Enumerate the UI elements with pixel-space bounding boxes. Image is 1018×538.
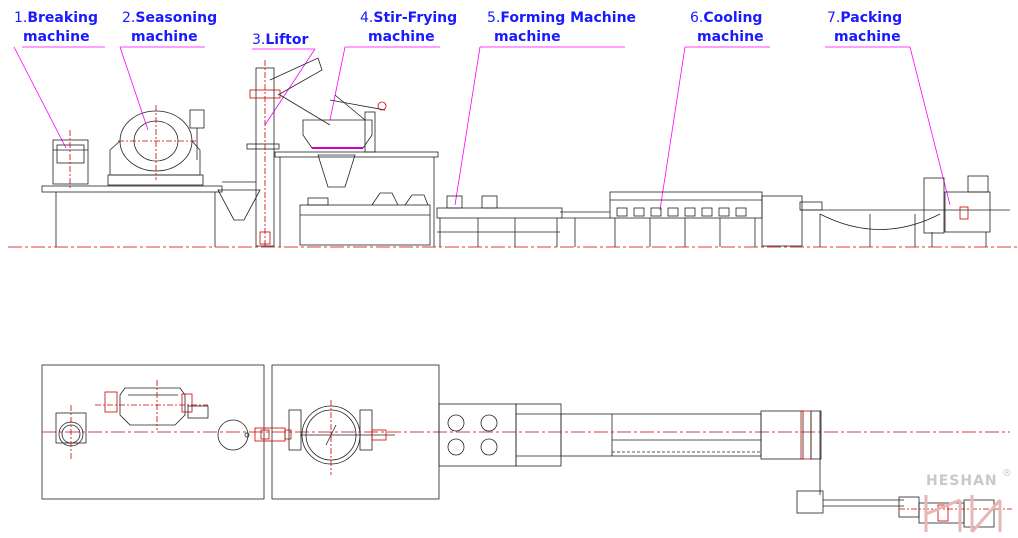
label-liftor: 3.Liftor [252,32,315,50]
breaking-machine-side [52,130,89,190]
svg-text:machine: machine [834,29,901,45]
svg-text:6.Cooling: 6.Cooling [690,10,762,26]
cooling-machine-side [574,191,803,247]
label-forming-machine: 5.Forming Machine machine [480,10,636,48]
label-cooling-machine: 6.Cooling machine [685,10,770,48]
label-seasoning-machine: 2.Seasoning machine [120,10,217,48]
stir-frying-machine-side [274,94,439,247]
forming-machine-side [436,195,563,247]
svg-text:machine: machine [131,29,198,45]
svg-text:®: ® [1002,468,1012,479]
packing-machine-side [799,175,1010,247]
svg-text:machine: machine [368,29,435,45]
brand-logo: HESHAN ® [924,468,1012,533]
plan-room-1 [41,364,265,500]
svg-text:HESHAN: HESHAN [926,473,998,489]
label-stir-frying-machine: 4.Stir-Frying machine [345,10,457,48]
svg-text:7.Packing: 7.Packing [827,10,902,26]
liftor-side [246,57,331,247]
svg-text:machine: machine [494,29,561,45]
leader-lines [13,46,951,211]
plan-view [41,364,1012,528]
svg-text:4.Stir-Frying: 4.Stir-Frying [360,10,457,26]
svg-text:3.Liftor: 3.Liftor [252,32,308,48]
svg-text:machine: machine [697,29,764,45]
seasoning-machine-side [107,105,205,186]
side-elevation [41,57,1010,247]
label-packing-machine: 7.Packing machine [825,10,910,48]
brand-emblem [924,495,1002,533]
label-breaking-machine: 1.Breaking machine [14,10,105,48]
svg-text:machine: machine [23,29,90,45]
svg-text:2.Seasoning: 2.Seasoning [122,10,217,26]
svg-text:1.Breaking: 1.Breaking [14,10,98,26]
svg-text:5.Forming Machine: 5.Forming Machine [487,10,636,26]
